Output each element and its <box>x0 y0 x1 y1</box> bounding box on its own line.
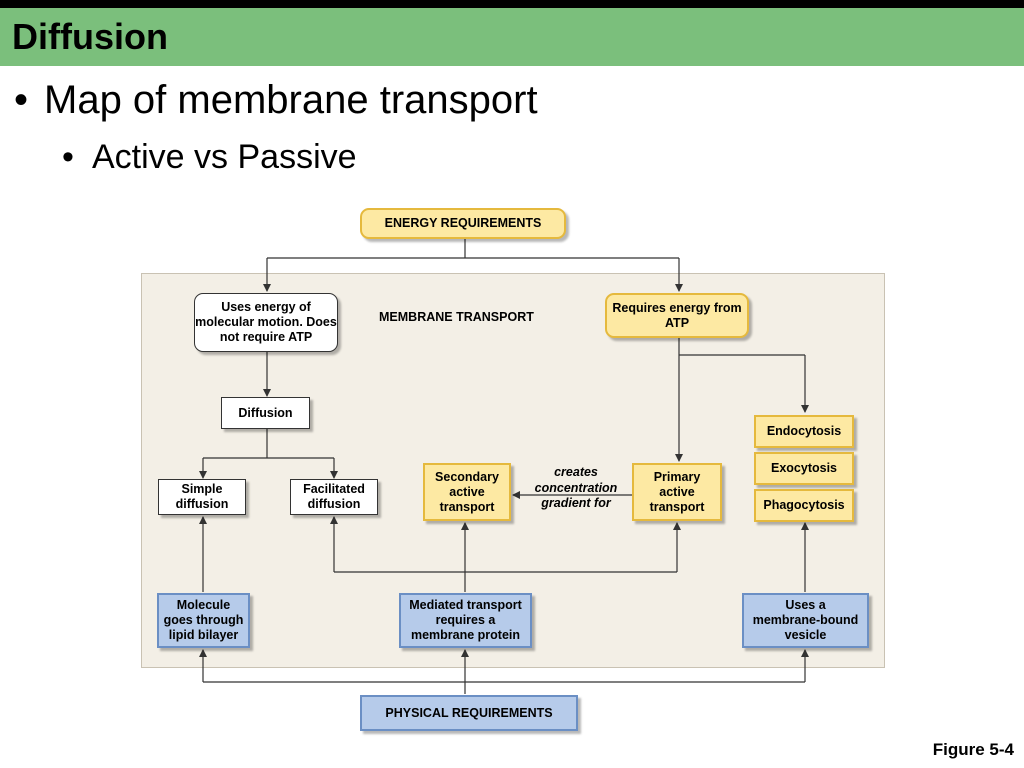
energy-requirements-box: ENERGY REQUIREMENTS <box>360 208 566 239</box>
creates-gradient-label: creates concentration gradient for <box>534 465 618 510</box>
bullet-main-text: Map of membrane transport <box>44 78 538 122</box>
passive-energy-box: Uses energy of molecular motion. Does no… <box>194 293 338 352</box>
physical-requirements-box: PHYSICAL REQUIREMENTS <box>360 695 578 731</box>
membrane-transport-label: MEMBRANE TRANSPORT <box>379 310 534 324</box>
bullet-sub: • Active vs Passive <box>62 140 357 174</box>
membrane-vesicle-box: Uses a membrane-bound vesicle <box>742 593 869 648</box>
primary-active-transport-box: Primary active transport <box>632 463 722 521</box>
figure-label: Figure 5-4 <box>932 740 1014 759</box>
lipid-bilayer-box: Molecule goes through lipid bilayer <box>157 593 250 648</box>
bullet-sub-text: Active vs Passive <box>92 138 357 176</box>
bullet-marker: • <box>62 138 74 176</box>
exocytosis-box: Exocytosis <box>754 452 854 485</box>
active-energy-box: Requires energy from ATP <box>605 293 749 338</box>
bullet-marker: • <box>14 78 29 122</box>
diffusion-box: Diffusion <box>221 397 310 429</box>
secondary-active-transport-box: Secondary active transport <box>423 463 511 521</box>
phagocytosis-box: Phagocytosis <box>754 489 854 522</box>
facilitated-diffusion-box: Facilitated diffusion <box>290 479 378 515</box>
membrane-protein-box: Mediated transport requires a membrane p… <box>399 593 532 648</box>
simple-diffusion-box: Simple diffusion <box>158 479 246 515</box>
top-border <box>0 0 1024 8</box>
endocytosis-box: Endocytosis <box>754 415 854 448</box>
bullet-main: • Map of membrane transport <box>14 80 538 120</box>
slide-title: Diffusion <box>12 16 168 57</box>
title-bar <box>0 8 1024 66</box>
